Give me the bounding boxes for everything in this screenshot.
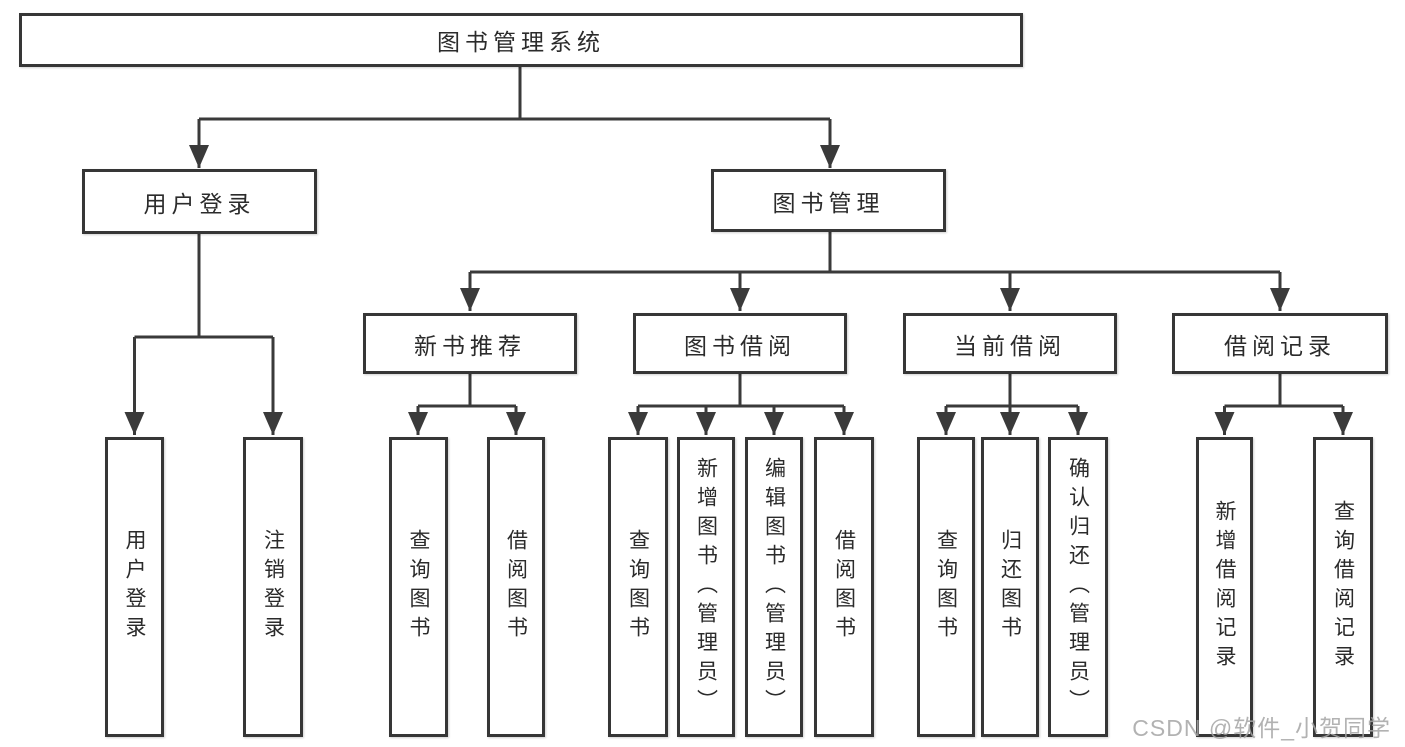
leaf-current-query-books: 查询图书 — [917, 437, 975, 737]
leaf-borrowing-borrow-books-label: 借阅图书 — [832, 529, 856, 645]
node-new-book-recommend-label: 新书推荐 — [414, 332, 526, 359]
leaf-borrowing-edit-books-admin-label: 编辑图书（管理员） — [762, 456, 786, 718]
node-current-borrowing-label: 当前借阅 — [954, 332, 1066, 359]
leaf-records-query-borrow-record-label: 查询借阅记录 — [1331, 500, 1355, 674]
leaf-current-query-books-label: 查询图书 — [934, 529, 958, 645]
leaf-current-confirm-return-admin: 确认归还（管理员） — [1048, 437, 1108, 737]
node-library-management-system: 图书管理系统 — [19, 13, 1023, 67]
leaf-user-login: 用户登录 — [105, 437, 164, 737]
node-user-login-label: 用户登录 — [143, 190, 256, 217]
leaf-borrowing-borrow-books: 借阅图书 — [814, 437, 874, 737]
node-book-management: 图书管理 — [711, 169, 946, 232]
leaf-newbook-borrow-books-label: 借阅图书 — [504, 529, 528, 645]
leaf-logout-label: 注销登录 — [261, 529, 285, 645]
connector-arrows — [124, 119, 1353, 435]
leaf-records-query-borrow-record: 查询借阅记录 — [1313, 437, 1373, 737]
node-book-borrowing-label: 图书借阅 — [684, 332, 796, 359]
leaf-current-confirm-return-admin-label: 确认归还（管理员） — [1066, 456, 1090, 718]
node-library-management-system-label: 图书管理系统 — [437, 29, 605, 55]
leaf-borrowing-query-books-label: 查询图书 — [626, 529, 650, 645]
leaf-records-add-borrow-record-label: 新增借阅记录 — [1213, 500, 1236, 674]
leaf-borrowing-add-books-admin-label: 新增图书（管理员） — [694, 456, 718, 718]
node-user-login: 用户登录 — [82, 169, 317, 234]
watermark: CSDN @软件_小贺同学 — [1132, 715, 1391, 741]
leaf-newbook-query-books-label: 查询图书 — [407, 529, 430, 645]
node-current-borrowing: 当前借阅 — [903, 313, 1117, 374]
node-book-borrowing: 图书借阅 — [633, 313, 847, 374]
leaf-logout: 注销登录 — [243, 437, 303, 737]
leaf-records-add-borrow-record: 新增借阅记录 — [1196, 437, 1253, 737]
leaf-current-return-books: 归还图书 — [981, 437, 1039, 737]
node-borrowing-records-label: 借阅记录 — [1224, 332, 1336, 359]
leaf-borrowing-add-books-admin: 新增图书（管理员） — [677, 437, 735, 737]
leaf-borrowing-edit-books-admin: 编辑图书（管理员） — [745, 437, 803, 737]
leaf-borrowing-query-books: 查询图书 — [608, 437, 668, 737]
node-book-management-label: 图书管理 — [772, 189, 885, 216]
leaf-user-login-label: 用户登录 — [123, 529, 146, 645]
node-new-book-recommend: 新书推荐 — [363, 313, 577, 374]
node-borrowing-records: 借阅记录 — [1172, 313, 1388, 374]
leaf-current-return-books-label: 归还图书 — [998, 529, 1022, 645]
leaf-newbook-borrow-books: 借阅图书 — [487, 437, 545, 737]
leaf-newbook-query-books: 查询图书 — [389, 437, 448, 737]
